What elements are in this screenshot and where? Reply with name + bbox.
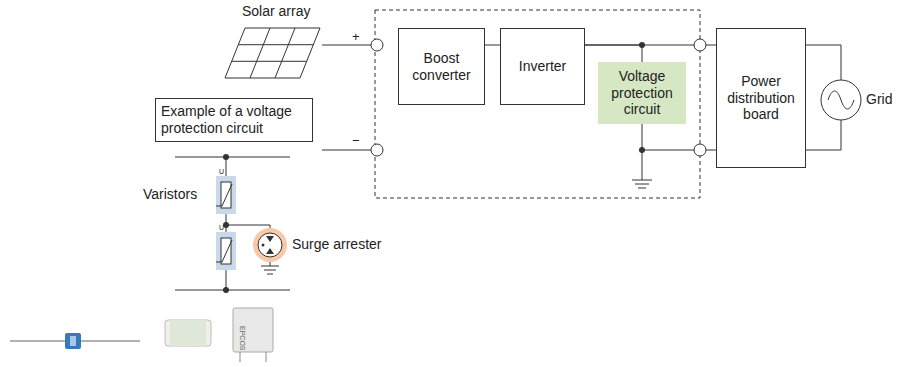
junction-dot [223, 287, 229, 293]
protection-schematic [175, 157, 290, 290]
ground-symbol [632, 150, 652, 188]
protection-box: Voltage protection circuit [598, 62, 686, 124]
node-text: Inverter [519, 58, 566, 75]
wire [485, 45, 500, 46]
surge-arrester-symbol [253, 228, 287, 262]
polarity-sign: + [352, 30, 360, 44]
node-text: Voltage protection circuit [604, 68, 680, 118]
part-label: Grid [866, 92, 892, 107]
example-caption-box: Example of a voltage protection circuit [155, 98, 313, 142]
node-text: Example of a voltage protection circuit [161, 103, 307, 137]
terminal [694, 144, 706, 156]
dc-wire [322, 45, 371, 46]
varistor-mark: U [219, 224, 224, 232]
process-box: Inverter [500, 28, 585, 105]
enclosure-dashed [375, 10, 700, 198]
component-photos [10, 308, 273, 362]
junction-dot [639, 147, 645, 153]
dc-wire [322, 150, 371, 151]
grid-source [806, 45, 861, 150]
terminal [694, 39, 706, 51]
part-label: Surge arrester [292, 237, 381, 252]
part-label: Solar array [242, 4, 310, 19]
junction-dot [639, 42, 645, 48]
process-box: Boost converter [398, 28, 485, 105]
node-text: Power distribution board [722, 73, 800, 123]
terminal [371, 144, 383, 156]
varistor-mark: U [219, 168, 224, 176]
solar-panel [225, 28, 320, 78]
node-text: Boost converter [404, 50, 479, 84]
process-box: Power distribution board [716, 28, 806, 168]
polarity-sign: − [352, 134, 360, 148]
photo-marking: EPCOS [238, 326, 246, 351]
varistor-symbol [216, 176, 236, 214]
part-label: Varistors [143, 187, 197, 202]
varistor-symbol [216, 232, 236, 270]
junction-dot [223, 154, 229, 160]
terminal [371, 39, 383, 51]
wire [585, 45, 642, 62]
